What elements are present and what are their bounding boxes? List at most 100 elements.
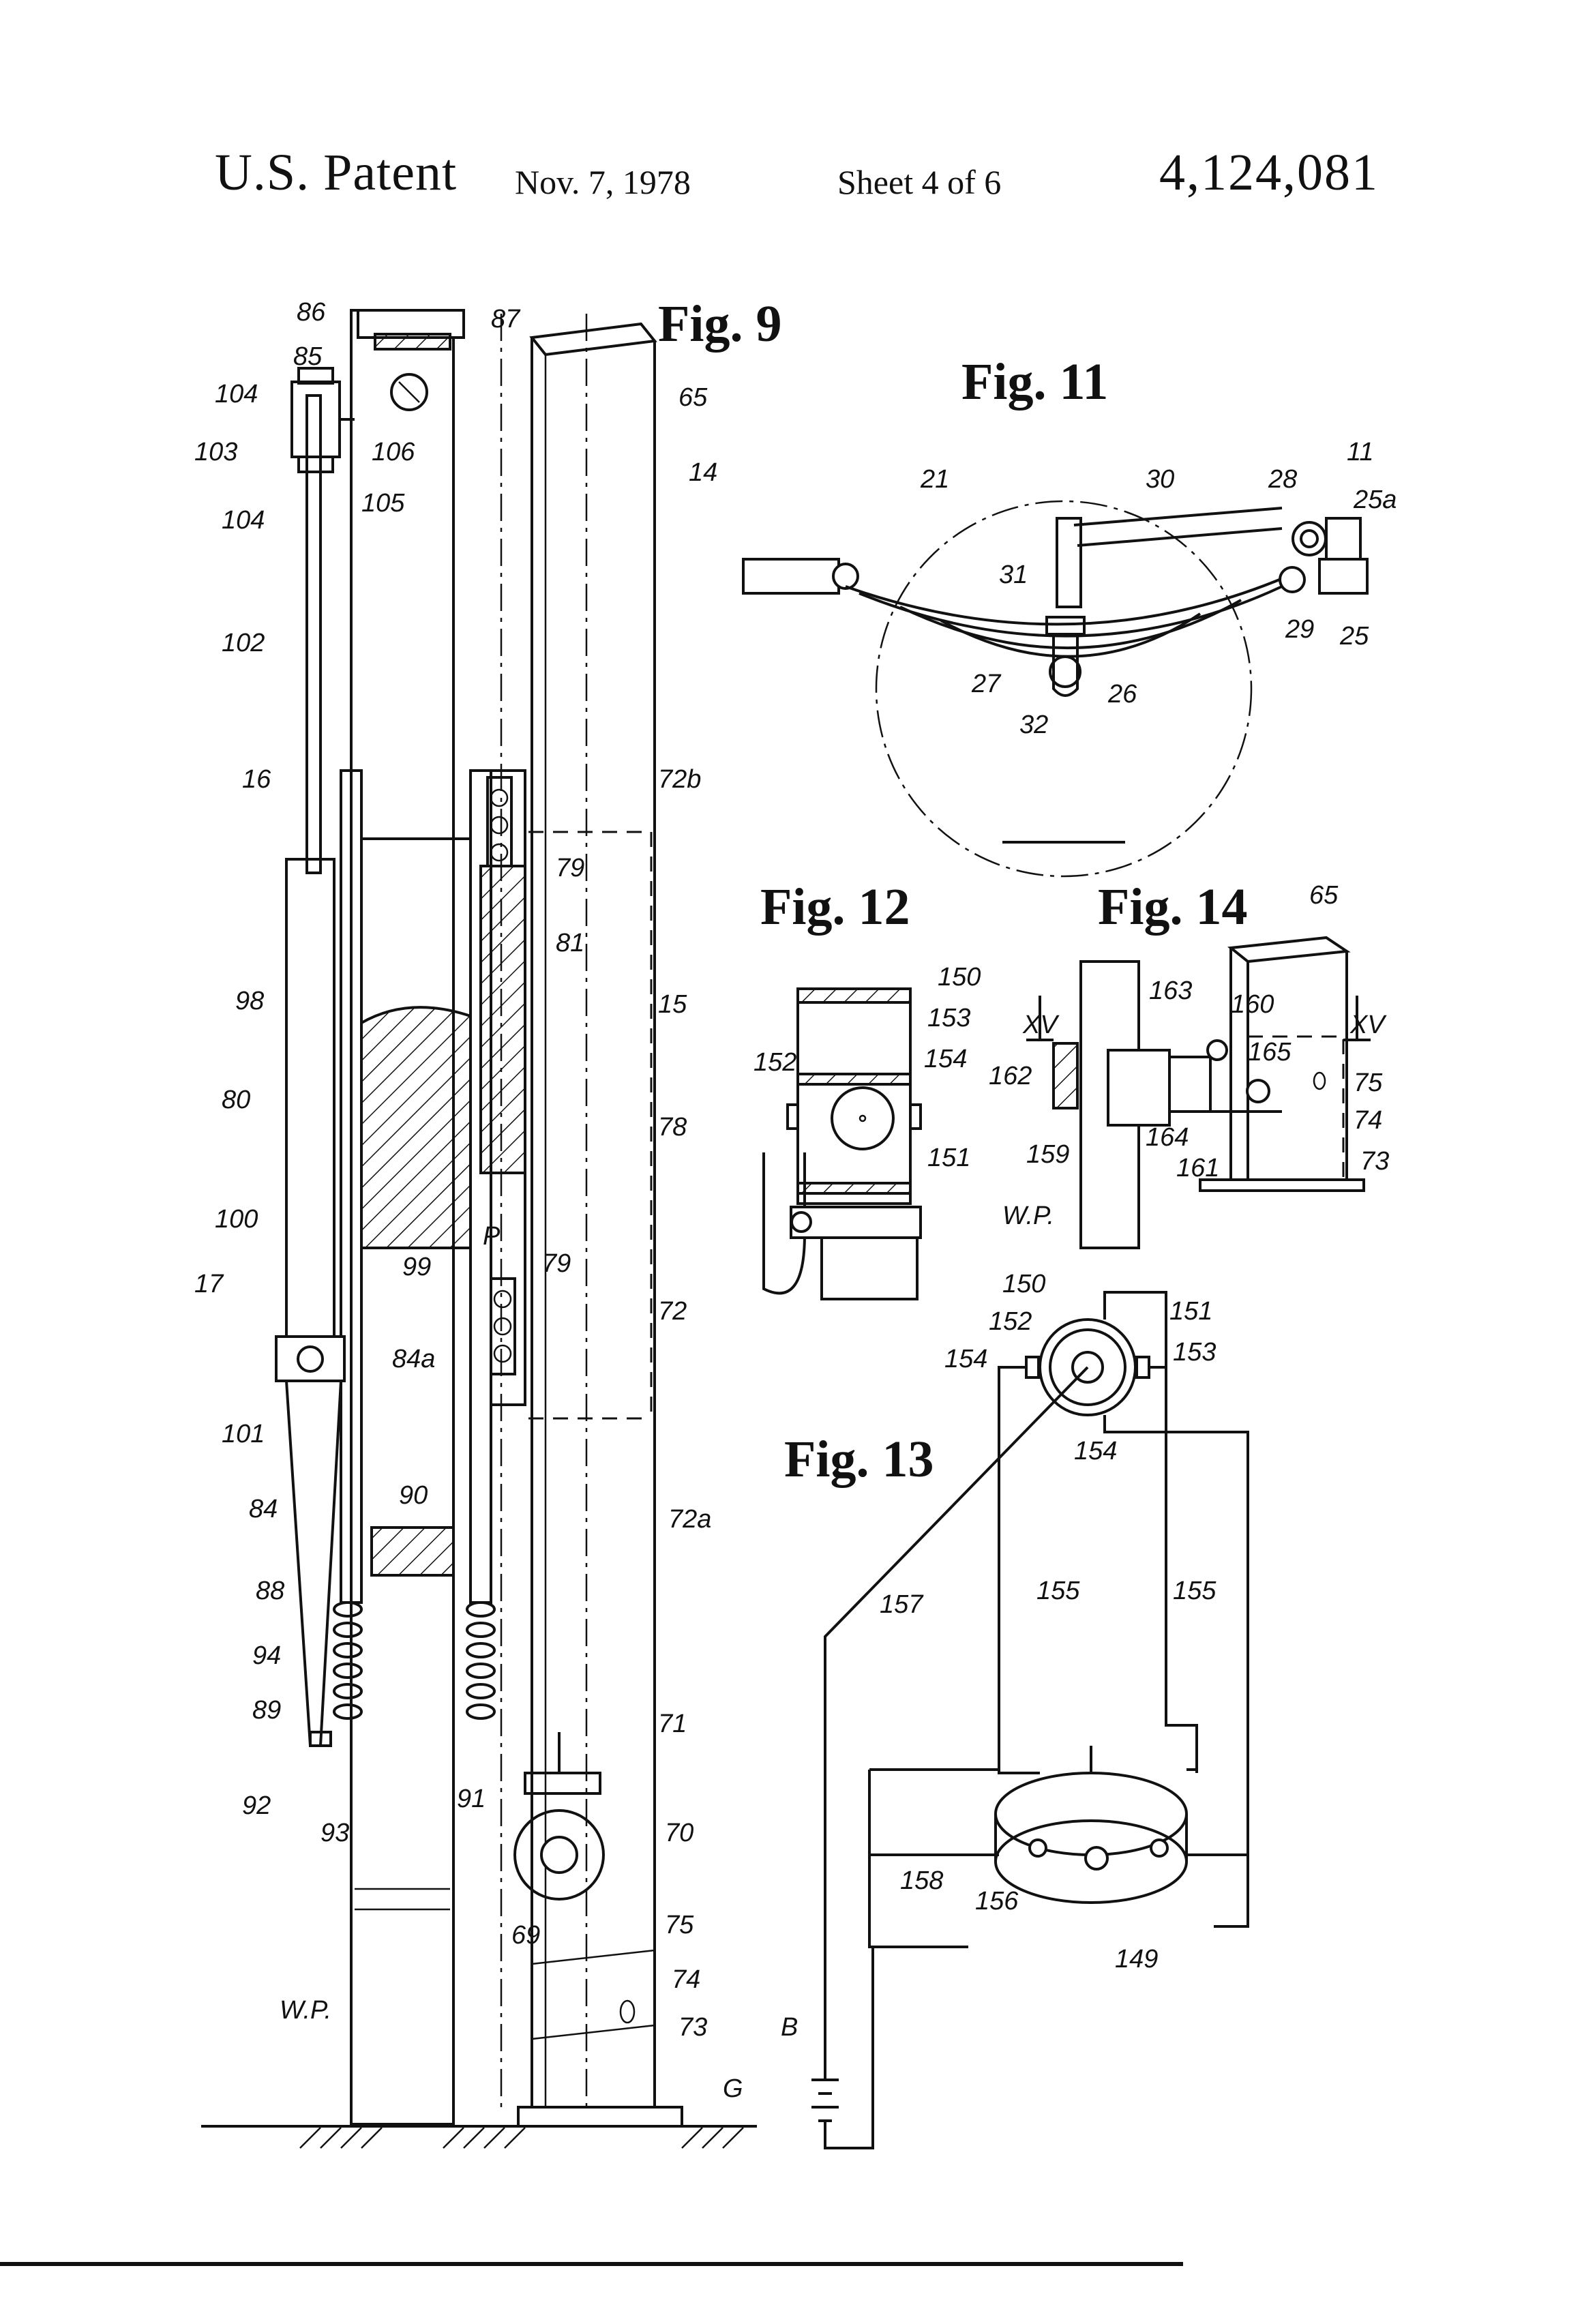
- ref-label: 72: [658, 1297, 687, 1326]
- ref-label: 32: [1019, 711, 1048, 739]
- ref-label: 81: [556, 929, 584, 957]
- ref-label: 29: [1285, 615, 1314, 644]
- ref-label: 155: [1173, 1577, 1217, 1605]
- ref-label: 25a: [1353, 486, 1397, 514]
- ref-label: 165: [1248, 1038, 1292, 1067]
- bottom-rule: [0, 2262, 1183, 2266]
- ref-label: B: [781, 2013, 798, 2042]
- ref-label: 84: [249, 1495, 278, 1523]
- ref-label: 74: [672, 1965, 700, 1994]
- ref-label: 87: [491, 305, 521, 333]
- ref-label: 100: [215, 1205, 258, 1234]
- ref-label: 73: [1360, 1147, 1389, 1176]
- ref-label: 84a: [392, 1345, 435, 1373]
- ref-label: 153: [1173, 1338, 1216, 1367]
- ref-label: 151: [927, 1144, 970, 1172]
- ref-label: 156: [975, 1887, 1019, 1916]
- ref-label: 152: [753, 1048, 796, 1077]
- ref-label: 94: [252, 1641, 281, 1670]
- ref-label: 104: [222, 506, 265, 535]
- ref-label: 160: [1231, 990, 1274, 1019]
- ref-label: XV: [1022, 1011, 1060, 1039]
- ref-label: 16: [242, 765, 271, 794]
- fig13-drawing: [811, 1292, 1248, 2148]
- fig11-reference-labels: 11 21 30 28 25a 31 29 25 27 26 32: [920, 438, 1397, 739]
- ref-label: 75: [665, 1911, 694, 1939]
- ref-label: 31: [999, 561, 1028, 589]
- ref-label: 80: [222, 1086, 250, 1114]
- fig14-drawing: [1026, 938, 1371, 1248]
- ref-label: 155: [1036, 1577, 1080, 1605]
- ref-label: 79: [556, 854, 584, 882]
- ref-label: 157: [880, 1590, 924, 1619]
- ref-label: 163: [1149, 977, 1192, 1005]
- ref-label: 71: [658, 1710, 687, 1738]
- ref-label: 21: [920, 465, 949, 494]
- ref-label: 88: [256, 1577, 284, 1605]
- ref-label: P: [483, 1222, 501, 1251]
- ref-label: 30: [1146, 465, 1174, 494]
- ref-label: 150: [1002, 1270, 1045, 1298]
- ref-label: 74: [1354, 1106, 1382, 1135]
- ref-label: 86: [297, 298, 326, 327]
- ref-label: 151: [1169, 1297, 1212, 1326]
- ref-label: 105: [361, 489, 405, 518]
- ref-label: 152: [989, 1307, 1032, 1336]
- ref-label: 161: [1176, 1154, 1219, 1182]
- ref-label: 154: [924, 1045, 967, 1073]
- ref-label: 15: [658, 990, 687, 1019]
- ref-label: 25: [1339, 622, 1369, 651]
- ref-label: 150: [938, 963, 981, 992]
- ref-label: 162: [989, 1062, 1032, 1090]
- fig13-title: Fig. 13: [784, 1431, 934, 1488]
- fig11-drawing: [743, 501, 1367, 876]
- fig11-title: Fig. 11: [961, 353, 1108, 411]
- ref-label: 17: [194, 1270, 224, 1298]
- ref-label: G: [723, 2074, 743, 2103]
- ref-label: 79: [542, 1249, 571, 1278]
- ref-label: 93: [320, 1819, 349, 1847]
- fig9-drawing: [201, 310, 757, 2148]
- ref-label: 14: [689, 458, 717, 487]
- ref-label: 72a: [668, 1505, 711, 1534]
- ref-label: 102: [222, 629, 265, 657]
- ref-label: 65: [1309, 881, 1339, 910]
- ref-label: 70: [665, 1819, 693, 1847]
- ref-label: 89: [252, 1696, 281, 1725]
- ref-label: 154: [1074, 1437, 1117, 1465]
- ref-label: 103: [194, 438, 237, 466]
- fig14-title: Fig. 14: [1098, 878, 1248, 936]
- ref-label: 153: [927, 1004, 970, 1032]
- ref-label: 69: [511, 1921, 540, 1950]
- ref-label: 11: [1347, 438, 1373, 466]
- ref-label: 158: [900, 1866, 943, 1895]
- ref-label: W.P.: [280, 1996, 331, 2025]
- ref-label: 28: [1268, 465, 1297, 494]
- ref-label: 85: [293, 342, 323, 371]
- ref-label: 159: [1026, 1140, 1069, 1169]
- ref-label: 27: [971, 670, 1002, 698]
- ref-label: 98: [235, 987, 264, 1015]
- fig9-title: Fig. 9: [658, 295, 782, 353]
- ref-label: 75: [1354, 1069, 1383, 1097]
- ref-label: 91: [457, 1785, 486, 1813]
- ref-label: 65: [678, 383, 708, 412]
- ref-label: W.P.: [1002, 1202, 1054, 1230]
- ref-label: 26: [1107, 680, 1137, 709]
- ref-label: 78: [658, 1113, 687, 1142]
- fig12-drawing: [764, 989, 921, 1299]
- ref-label: 154: [944, 1345, 987, 1373]
- ref-label: 149: [1115, 1945, 1158, 1973]
- ref-label: 92: [242, 1791, 271, 1820]
- ref-label: 99: [402, 1253, 431, 1281]
- ref-label: 90: [399, 1481, 428, 1510]
- ref-label: 72b: [658, 765, 701, 794]
- fig12-title: Fig. 12: [760, 878, 910, 936]
- ref-label: 101: [222, 1420, 265, 1448]
- ref-label: 106: [372, 438, 415, 466]
- ref-label: XV: [1349, 1011, 1387, 1039]
- ref-label: 73: [678, 2013, 707, 2042]
- ref-label: 164: [1146, 1123, 1189, 1152]
- ref-label: 104: [215, 380, 258, 408]
